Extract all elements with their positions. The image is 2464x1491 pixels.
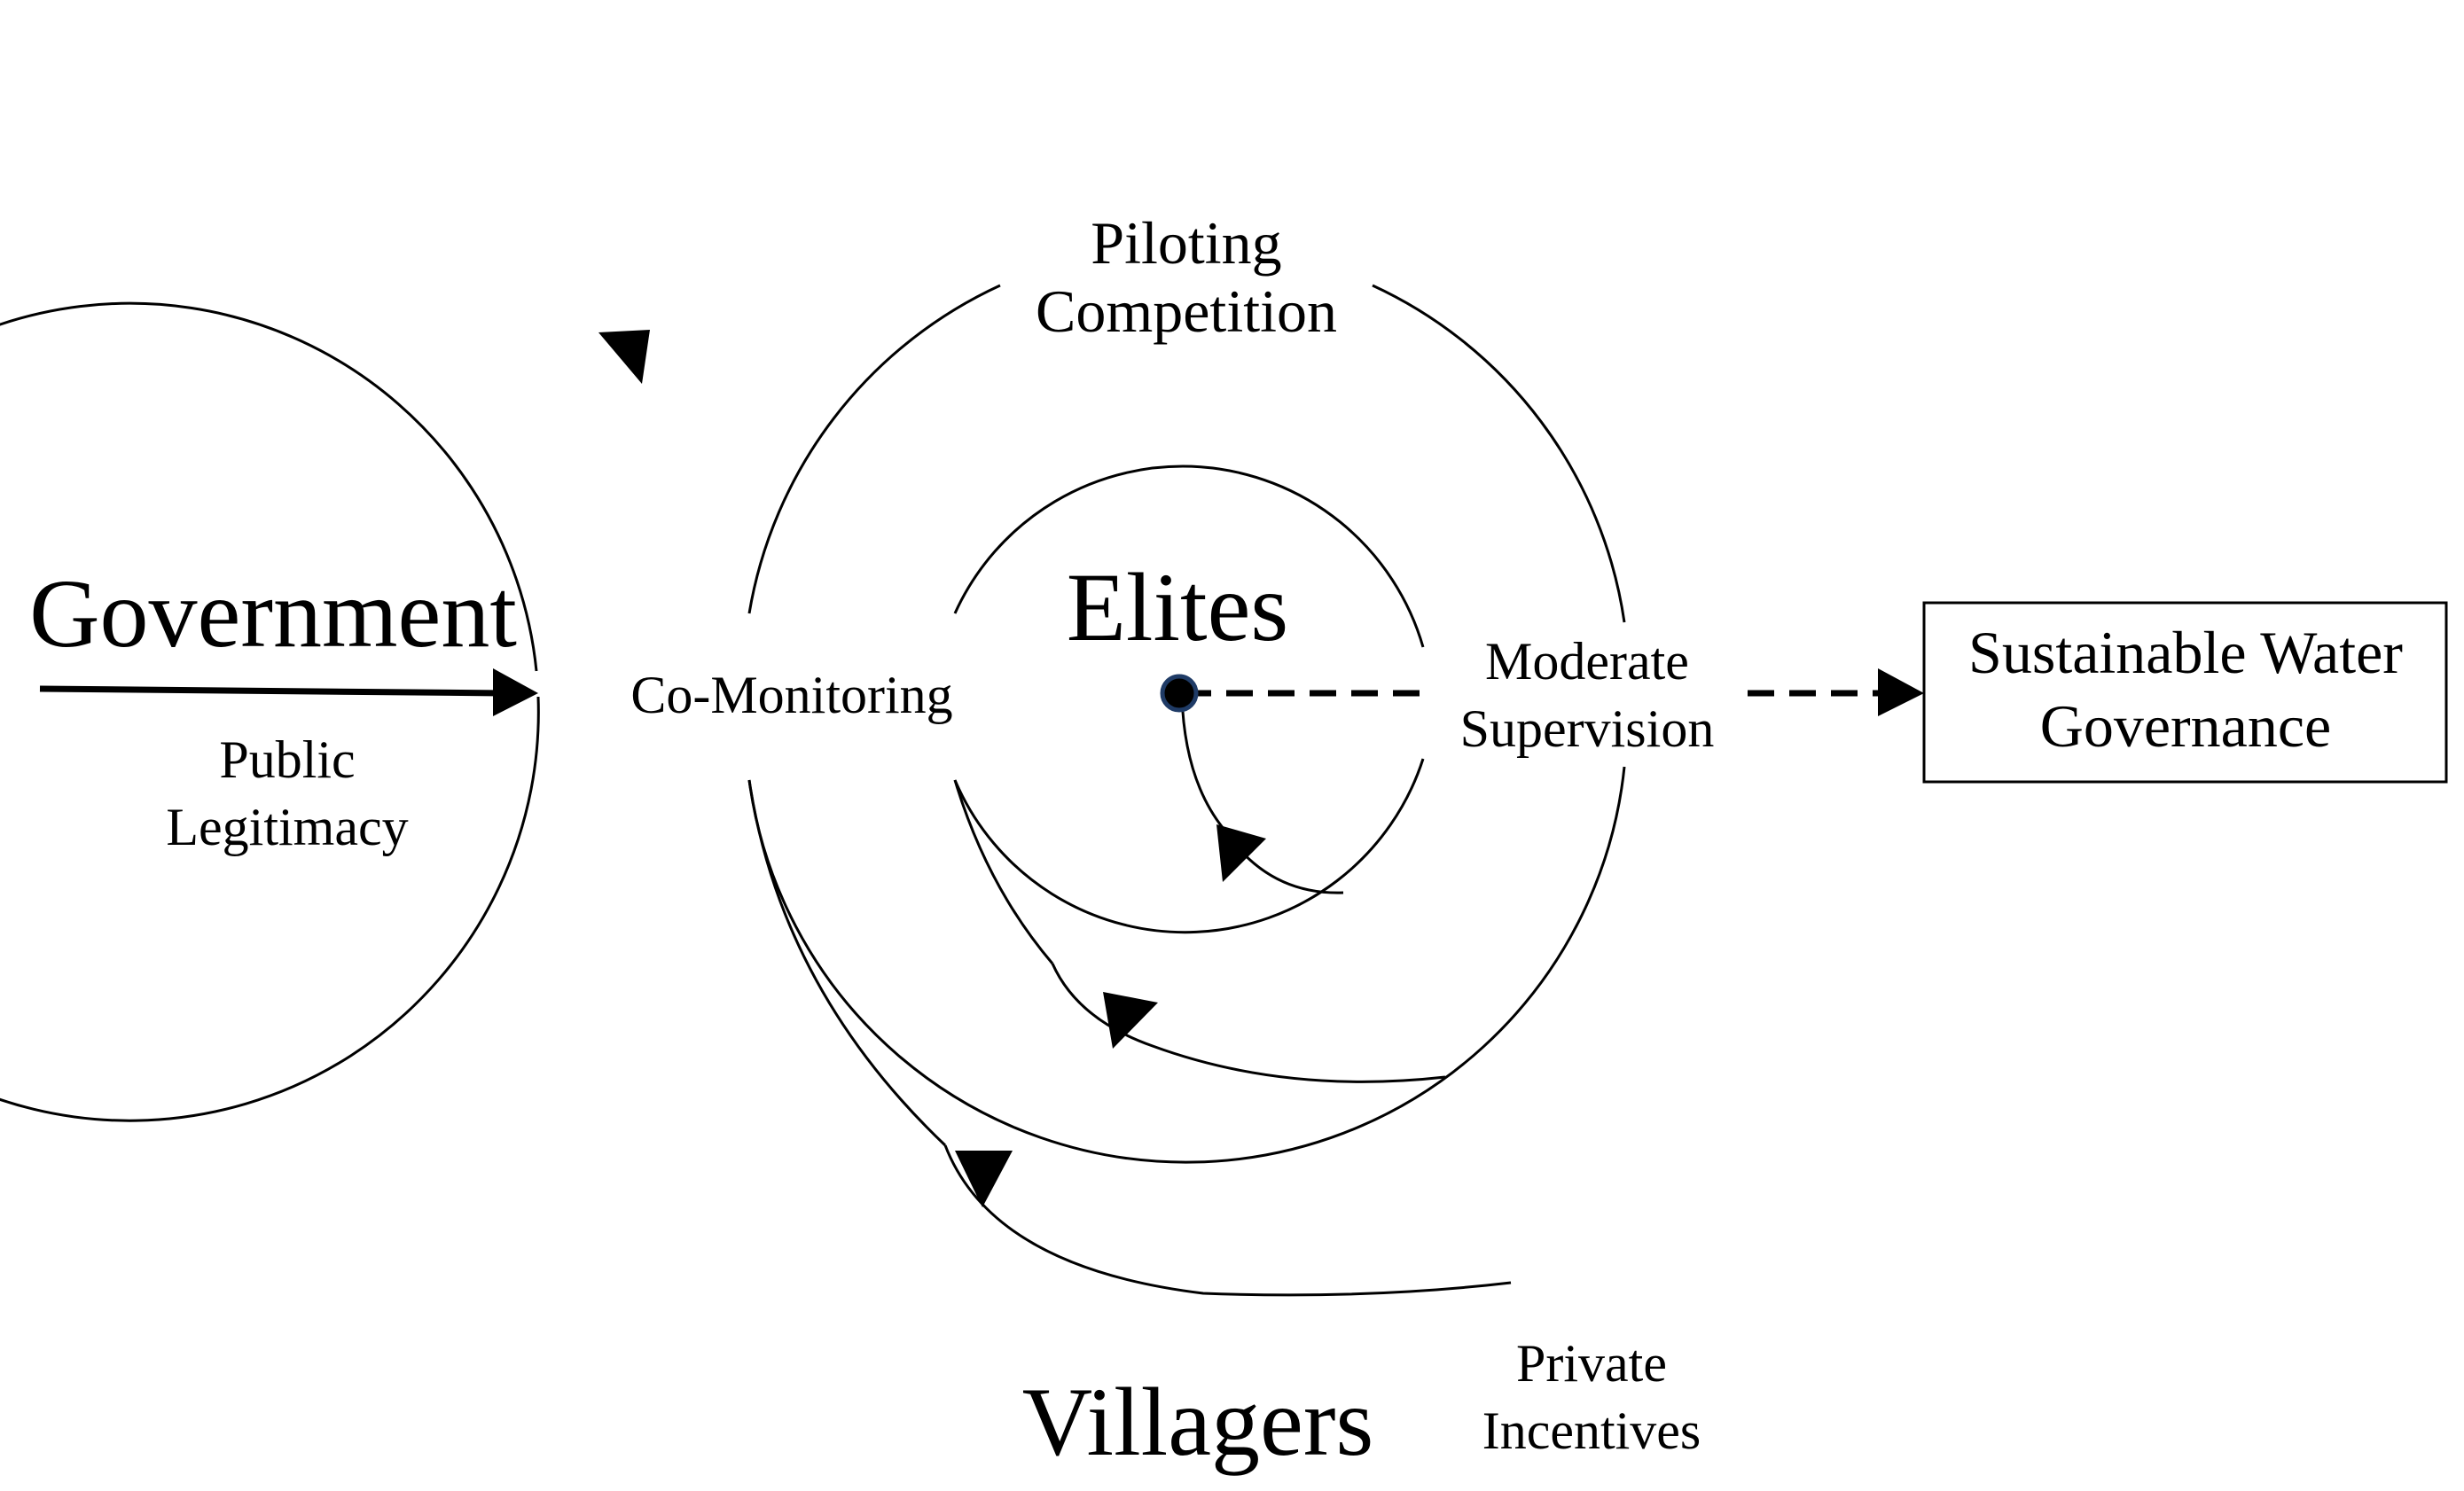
spiral-inner-arrowhead: [1216, 824, 1266, 882]
label-supervision: Supervision: [1460, 699, 1715, 758]
government-arrowhead: [493, 668, 538, 716]
outer-ring-arrowhead: [598, 330, 650, 384]
label-piloting: Piloting: [1091, 209, 1281, 277]
government-arrow-line: [39, 685, 505, 697]
label-elites: Elites: [1067, 553, 1289, 661]
spiral-path-middle: [953, 779, 1054, 964]
middle-ring-upper-right: [1372, 284, 1626, 623]
elites-node: [1160, 674, 1199, 713]
label-co-monitoring: Co-Monitoring: [630, 666, 952, 724]
label-private: Private: [1516, 1334, 1667, 1393]
outer-ring: [0, 301, 540, 1122]
label-public: Public: [219, 730, 355, 789]
spiral-outer-arrowhead: [955, 1151, 1013, 1207]
label-moderate: Moderate: [1485, 632, 1689, 691]
label-competition: Competition: [1036, 277, 1337, 345]
label-villagers: Villagers: [1022, 1368, 1374, 1476]
spiral-middle-arrowhead: [1103, 992, 1158, 1049]
label-legitimacy: Legitimacy: [166, 798, 408, 856]
spiral-arc-outer: [943, 1144, 1512, 1297]
inner-ring-upper: [953, 464, 1425, 648]
outcome-arrowhead: [1878, 668, 1924, 716]
spiral-arc-middle: [1051, 963, 1446, 1083]
spiral-path-outer: [747, 779, 947, 1147]
inner-ring-lower: [953, 758, 1425, 934]
outcome-box: [1922, 601, 2448, 784]
spiral-path-inner: [1180, 695, 1225, 830]
label-outcome-line2: Governance: [2040, 692, 2331, 760]
label-government: Government: [29, 559, 517, 667]
middle-ring-lower-right: [747, 766, 1626, 1164]
label-incentives: Incentives: [1482, 1401, 1701, 1460]
label-outcome-line1: Sustainable Water: [1968, 619, 2403, 686]
middle-ring-upper-left: [747, 284, 1001, 614]
